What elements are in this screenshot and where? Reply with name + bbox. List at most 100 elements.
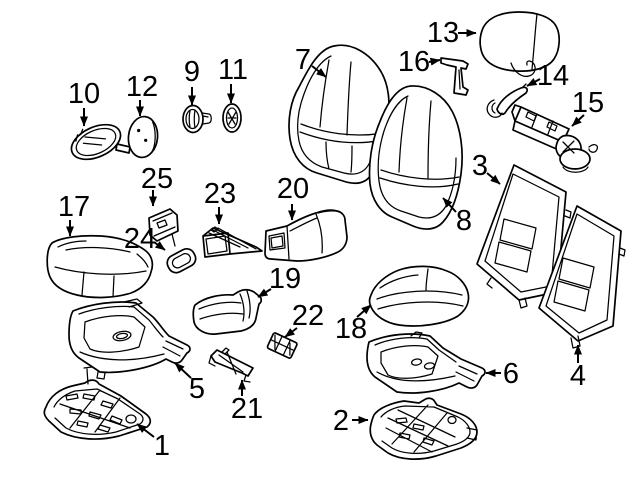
part-23-vent-grille <box>202 226 263 258</box>
callout-6-label: 6 <box>503 358 519 390</box>
part-5-hole-inner <box>115 332 129 340</box>
part-3-panel-left-details <box>484 173 572 309</box>
callout-14-label: 14 <box>537 60 569 92</box>
part-13-outline <box>479 11 560 72</box>
part-7-outline <box>288 44 390 185</box>
callout-14: 14 <box>526 60 569 92</box>
part-25-details <box>152 212 176 247</box>
callout-7: 7 <box>295 44 327 78</box>
callout-12-label: 12 <box>126 71 158 103</box>
part-2-details <box>380 404 478 455</box>
part-24-trim-bezel <box>166 247 197 274</box>
part-1-clip <box>125 414 137 424</box>
callout-16: 16 <box>398 46 441 78</box>
callout-19-label: 19 <box>269 263 301 295</box>
callout-24-label: 24 <box>124 223 156 255</box>
part-12-cover-disc <box>127 115 159 159</box>
part-15-lock-mechanism <box>511 104 599 173</box>
part-24-inner <box>171 253 192 269</box>
part-13-headrest <box>479 11 560 78</box>
callout-4: 4 <box>570 344 586 392</box>
part-6-hole-1 <box>410 358 423 366</box>
part-8-seatback-cushion-center <box>368 85 463 230</box>
part-2-grommet <box>447 415 457 425</box>
part-3-panel-right <box>538 205 622 342</box>
part-22-switch-panel <box>266 332 298 359</box>
part-10-end-cap <box>70 123 131 161</box>
callout-11: 11 <box>218 54 248 104</box>
callout-20: 20 <box>277 173 309 221</box>
part-14-outline <box>496 86 529 116</box>
part-7-seatback-cushion-left <box>288 44 390 185</box>
part-11-details <box>227 111 237 125</box>
callout-9-label: 9 <box>184 56 200 88</box>
part-12-details <box>149 121 156 155</box>
part-14-guide-lever <box>486 83 529 118</box>
callout-23-label: 23 <box>204 178 236 210</box>
part-10-stem <box>115 143 131 154</box>
callout-1-arrow <box>136 423 155 438</box>
part-10-outline <box>70 123 122 161</box>
part-3-seatback-frame-panels <box>476 164 626 349</box>
callout-13-label: 13 <box>427 17 459 49</box>
part-25-latch-cover <box>148 208 179 247</box>
callout-3-label: 3 <box>472 150 488 182</box>
part-9-inner <box>185 108 200 130</box>
callout-5-label: 5 <box>189 373 205 405</box>
callout-24-arrow <box>153 241 166 251</box>
part-12-hole-1 <box>137 128 141 133</box>
callout-15: 15 <box>571 87 604 127</box>
callout-21-label: 21 <box>231 393 263 425</box>
callout-9: 9 <box>184 56 200 106</box>
callout-12: 12 <box>126 71 158 117</box>
part-1-details <box>53 366 144 435</box>
part-15-details <box>525 111 599 173</box>
part-5-cushion-support <box>68 298 191 380</box>
part-3-panel-left <box>476 164 567 301</box>
part-18-seat-cushion-right <box>368 265 470 327</box>
callout-16-label: 16 <box>398 46 430 78</box>
part-10-rim <box>75 127 117 157</box>
callout-10: 10 <box>68 78 100 127</box>
callout-18: 18 <box>335 304 372 345</box>
callout-15-label: 15 <box>572 87 604 119</box>
part-12-outline <box>127 115 159 159</box>
part-3-panel-right-details <box>545 213 626 349</box>
callout-16-arrow <box>428 57 441 66</box>
callout-14-arrow <box>526 77 541 87</box>
callout-19: 19 <box>257 263 301 298</box>
callout-17: 17 <box>58 191 90 237</box>
callout-18-arrow <box>356 304 372 318</box>
callout-2-label: 2 <box>333 405 349 437</box>
part-22-details <box>270 334 294 356</box>
callout-6: 6 <box>485 358 519 390</box>
part-7-details <box>297 55 385 175</box>
callout-10-label: 10 <box>68 78 100 110</box>
callout-8-arrow <box>442 197 457 213</box>
callout-8: 8 <box>442 197 472 237</box>
callout-17-label: 17 <box>58 191 90 223</box>
part-11-inner <box>225 107 239 129</box>
part-2-rear-cushion-pan <box>369 397 478 460</box>
callout-22-arrow <box>284 327 298 338</box>
callout-layer: 1 2 3 4 5 6 7 8 <box>58 17 604 462</box>
part-13-details <box>510 13 538 78</box>
part-1-seat-frame-pan <box>43 366 152 440</box>
part-18-details <box>376 268 464 310</box>
part-25-outline <box>148 208 179 242</box>
part-9-details <box>188 109 212 129</box>
part-11-plug <box>222 103 242 133</box>
part-18-outline <box>368 265 470 327</box>
part-8-details <box>377 95 460 219</box>
part-5-hole <box>112 330 132 342</box>
part-16-mounting-bracket <box>440 57 469 96</box>
callout-8-label: 8 <box>456 205 472 237</box>
callout-22: 22 <box>284 300 324 338</box>
callout-22-label: 22 <box>292 300 324 332</box>
callout-13: 13 <box>427 17 477 49</box>
part-14-details <box>486 83 527 118</box>
part-12-hole-2 <box>144 138 148 142</box>
part-20-details <box>268 210 341 260</box>
